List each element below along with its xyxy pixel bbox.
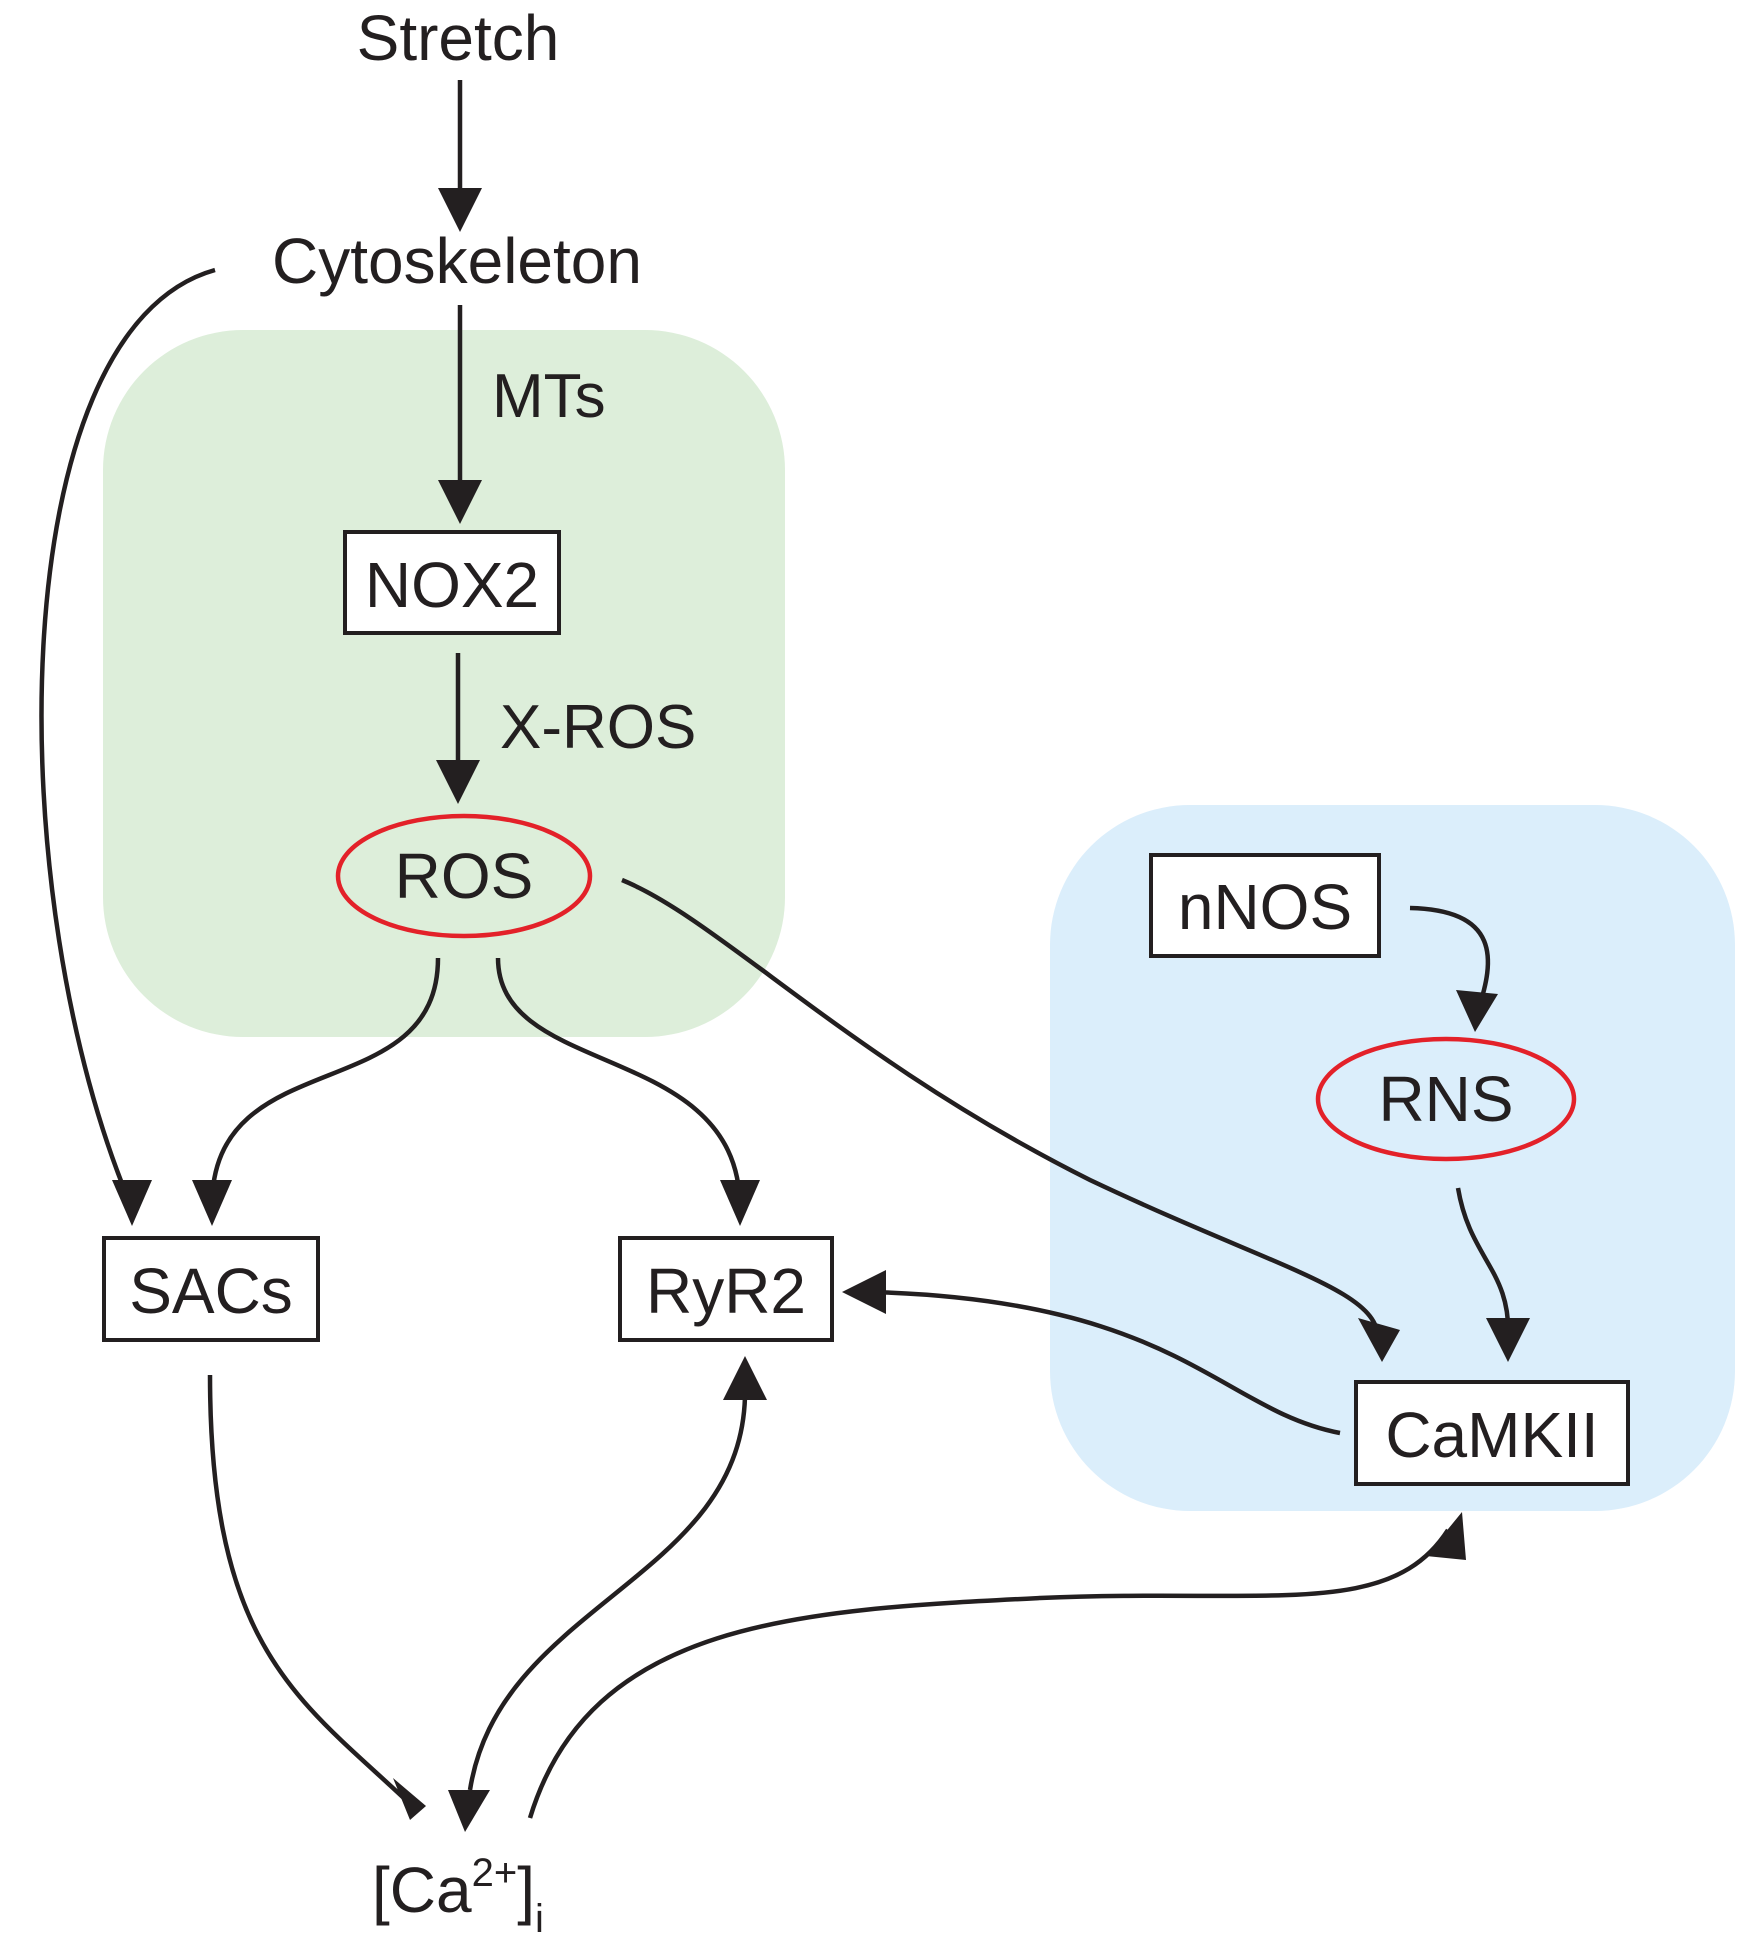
edge-rns-camkii	[1455, 1187, 1511, 1341]
edge-camkii-ryr2	[869, 1289, 1341, 1436]
arrowhead-sacs-left	[112, 1180, 152, 1226]
edge-label-mts: MTs	[492, 362, 606, 431]
node-ryr2: RyR2	[618, 1236, 834, 1342]
node-sacs-label: SACs	[129, 1255, 293, 1327]
node-cytoskeleton: Cytoskeleton	[272, 225, 642, 297]
node-camkii: CaMKII	[1354, 1380, 1630, 1486]
node-camkii-label: CaMKII	[1385, 1399, 1598, 1471]
node-nox2: NOX2	[343, 530, 561, 635]
arrowhead-ryr2-right	[842, 1270, 886, 1314]
node-calcium: [Ca2+]i	[372, 1851, 544, 1941]
arrowhead-ros	[436, 760, 480, 804]
edge-label-xros: X-ROS	[500, 693, 696, 762]
node-nnos-box	[1149, 853, 1381, 958]
edge-cytoskeleton-sacs	[39, 267, 216, 1209]
node-ryr2-box	[618, 1236, 834, 1342]
node-ryr2-label: RyR2	[646, 1255, 806, 1327]
edge-ros-camkii	[621, 877, 1381, 1341]
node-ros-label: ROS	[395, 840, 534, 912]
arrowhead-ryr2-bottom	[723, 1356, 767, 1400]
edge-ros-ryr2	[495, 957, 743, 1209]
node-ros: ROS	[335, 813, 593, 939]
node-rns-ellipse	[1315, 1036, 1577, 1162]
node-sacs-box	[102, 1236, 320, 1342]
edge-calcium-ryr2	[467, 1384, 748, 1791]
node-calcium-superscript: 2+	[472, 1851, 518, 1895]
arrowhead-ryr2-top	[720, 1180, 760, 1226]
arrowhead-sacs-right	[192, 1180, 232, 1226]
node-nnos-label: nNOS	[1178, 871, 1352, 943]
arrowhead-nox2	[438, 480, 482, 524]
arrowhead-calcium-right	[448, 1790, 490, 1832]
arrowhead-rns	[1456, 990, 1498, 1032]
node-calcium-bracket: ]	[517, 1854, 535, 1926]
ros-region	[103, 330, 785, 1037]
node-sacs: SACs	[102, 1236, 320, 1342]
edge-nnos-rns	[1409, 905, 1491, 1011]
arrowhead-camkii-right	[1486, 1318, 1530, 1362]
arrowhead-cytoskeleton	[438, 188, 482, 232]
node-calcium-base: [Ca	[372, 1854, 472, 1926]
arrowhead-camkii-left	[1358, 1318, 1400, 1362]
arrowhead-camkii-bottom	[1426, 1512, 1466, 1560]
node-camkii-box	[1354, 1380, 1630, 1486]
node-nox2-box	[343, 530, 561, 635]
rns-region	[1050, 805, 1735, 1511]
edge-sacs-calcium	[207, 1374, 410, 1804]
edge-calcium-camkii	[527, 1528, 1450, 1819]
node-stretch: Stretch	[357, 2, 560, 74]
node-calcium-subscript: i	[535, 1897, 544, 1941]
node-ros-ellipse	[335, 813, 593, 939]
arrowhead-calcium-left	[393, 1778, 426, 1820]
node-nox2-label: NOX2	[365, 549, 539, 621]
edges	[39, 80, 1530, 1832]
node-rns-label: RNS	[1378, 1063, 1513, 1135]
edge-ros-sacs	[209, 957, 441, 1209]
node-rns: RNS	[1315, 1036, 1577, 1162]
node-nnos: nNOS	[1149, 853, 1381, 958]
